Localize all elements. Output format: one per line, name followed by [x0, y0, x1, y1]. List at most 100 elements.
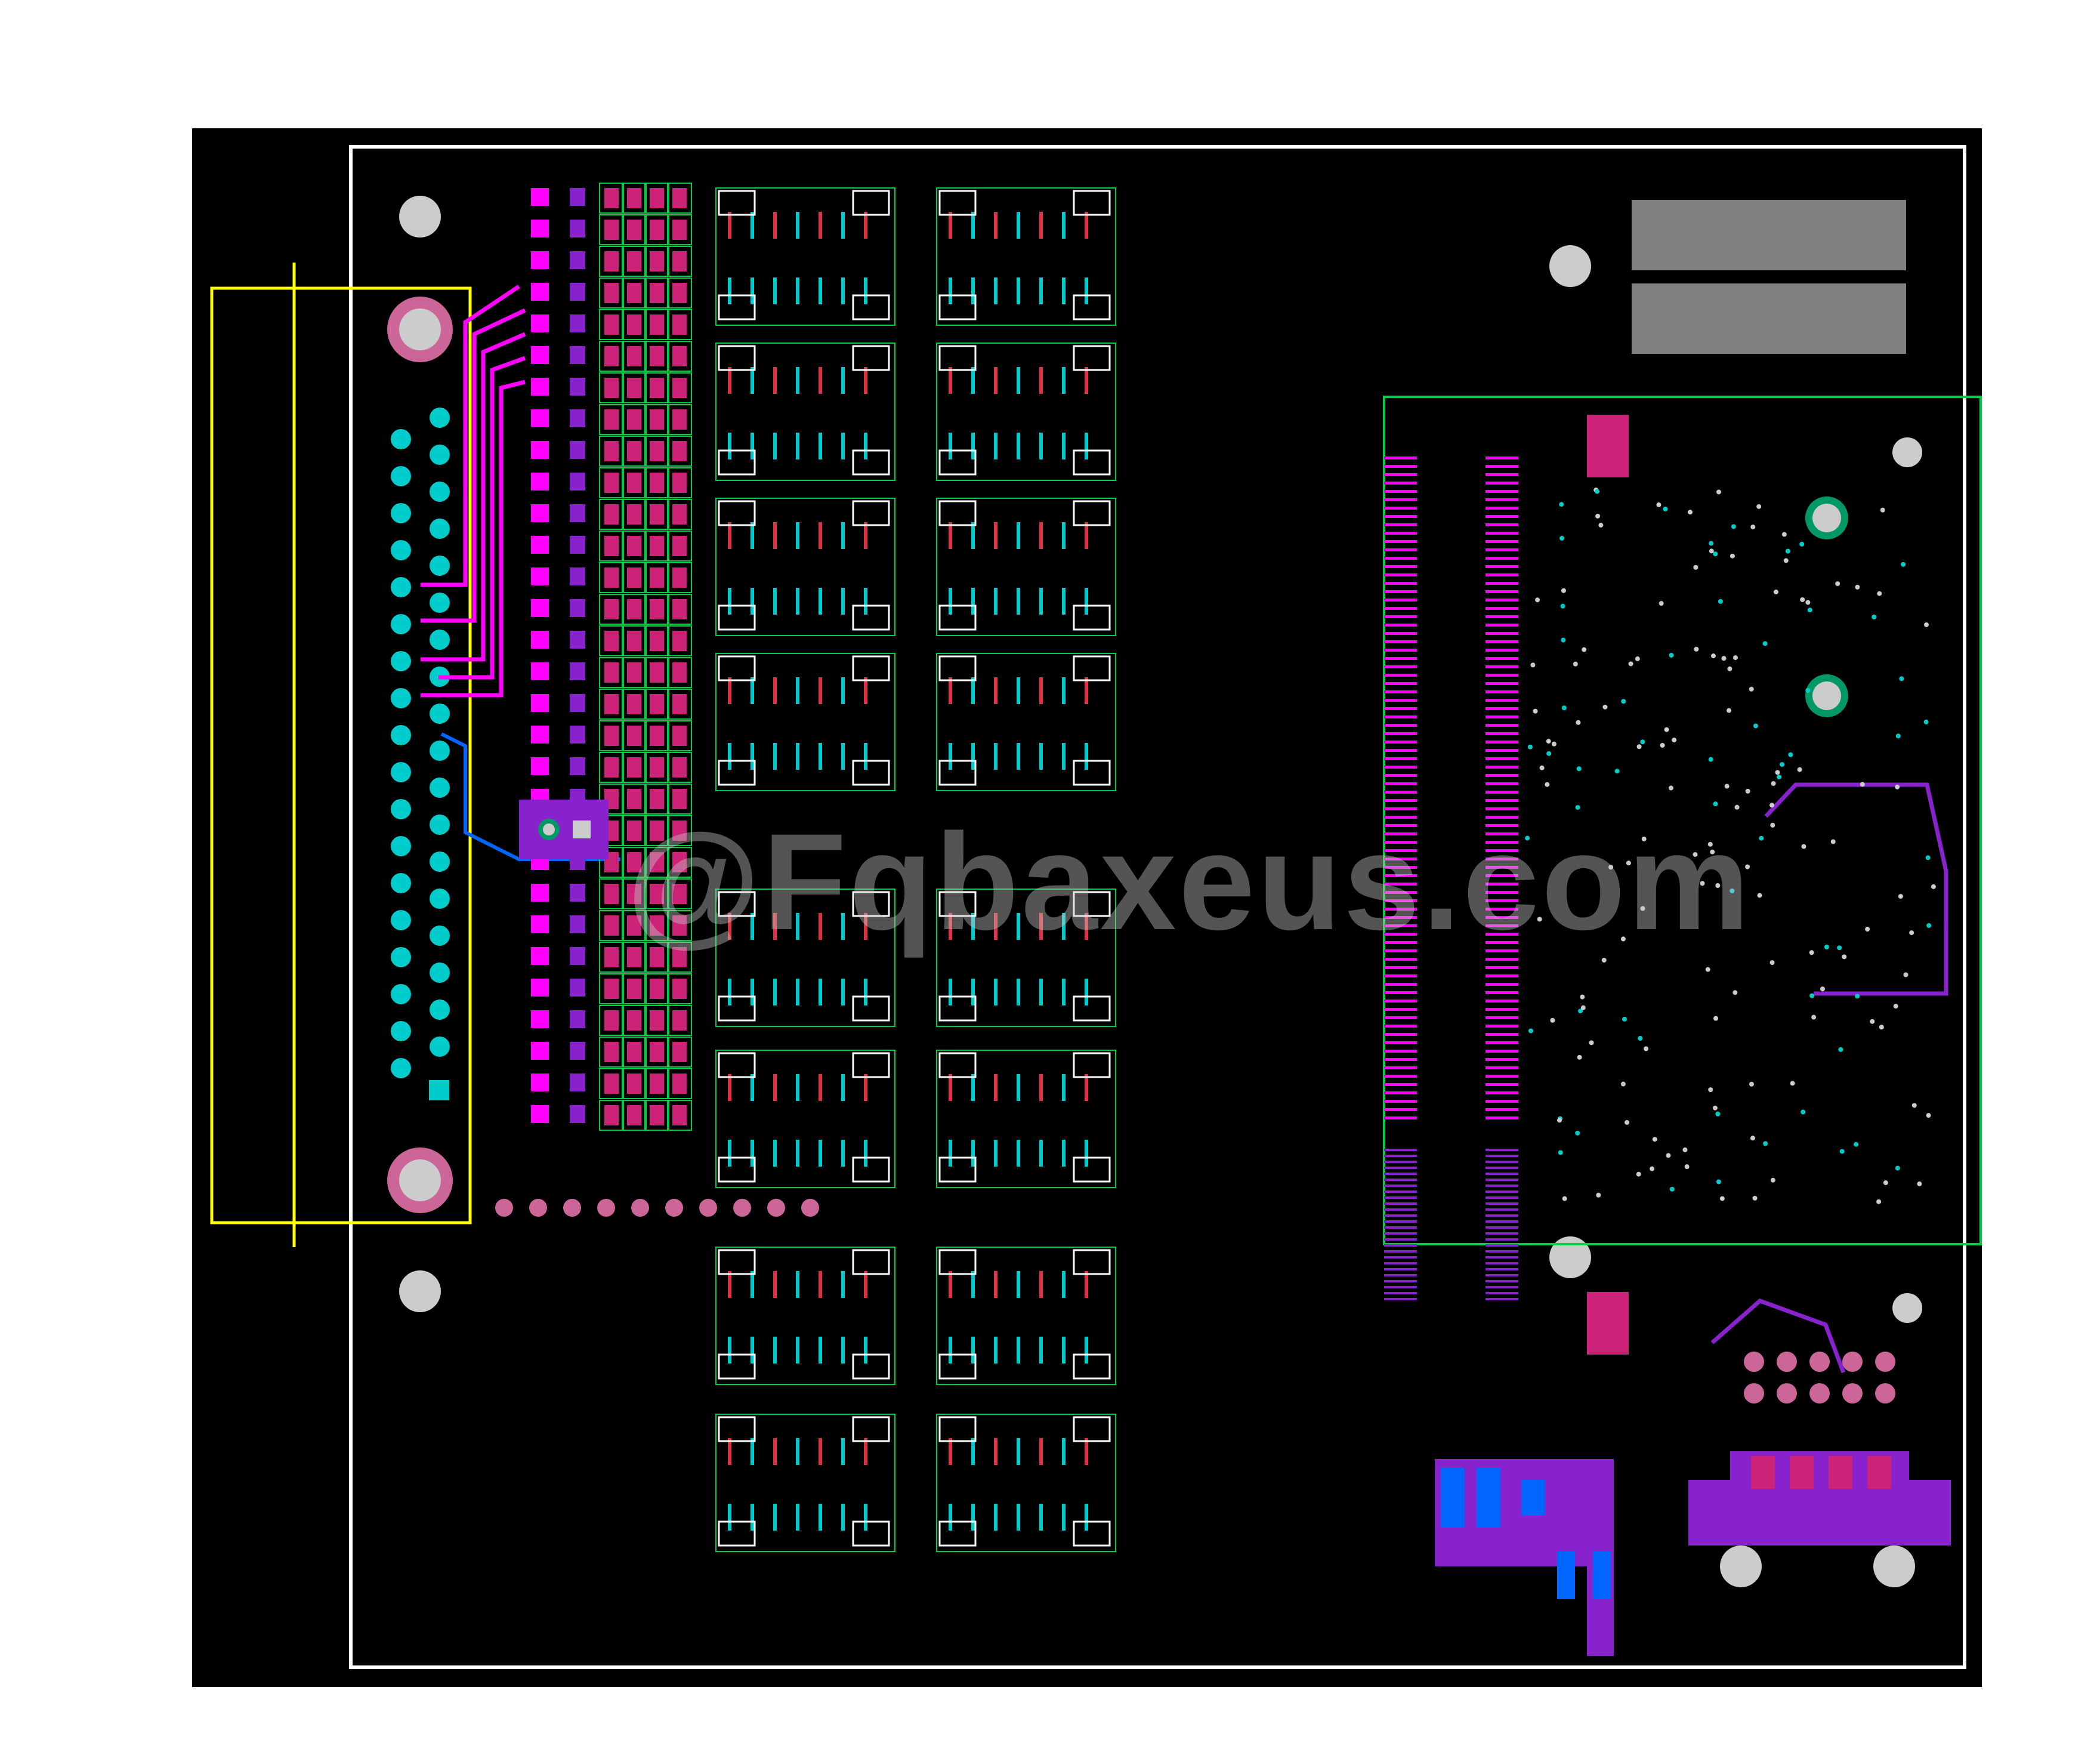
qfp-pin: [1486, 958, 1518, 961]
resistor-pad: [604, 757, 619, 778]
qfp-pin: [1486, 1298, 1518, 1300]
ic-lead: [773, 913, 777, 940]
via: [1664, 727, 1669, 732]
smd-pad: [570, 567, 585, 585]
ic-lead: [994, 1438, 998, 1465]
qfp-pin: [1486, 741, 1518, 744]
qfp-pin: [1486, 657, 1518, 660]
qfp-pin: [1486, 774, 1518, 777]
ic-lead: [728, 1337, 731, 1364]
qfp-pin: [1384, 665, 1417, 668]
via: [1641, 836, 1647, 841]
qfp-pin: [1486, 1008, 1518, 1011]
via: [1559, 502, 1564, 507]
db-connector-pins: [391, 408, 450, 1078]
resistor-pad: [650, 884, 664, 904]
ic-lead: [971, 979, 975, 1005]
through-hole: [1777, 1352, 1797, 1372]
qfp-pin: [1384, 632, 1417, 635]
ic-lead: [728, 743, 731, 770]
via: [1562, 1196, 1567, 1201]
smd-pad: [570, 599, 585, 617]
via: [1580, 1005, 1586, 1010]
resistor-pad: [604, 441, 619, 461]
channel-block-outline: [715, 653, 895, 791]
qfp-pin: [1384, 649, 1417, 652]
via: [1705, 967, 1710, 972]
via: [1668, 785, 1673, 791]
qfp-pin: [1486, 899, 1518, 902]
ic-lead: [994, 433, 998, 459]
db-pin: [391, 651, 411, 671]
capacitor-outline: [852, 760, 890, 786]
capacitor-outline: [938, 1520, 977, 1547]
via: [1601, 958, 1607, 963]
resistor-pad: [650, 1010, 664, 1031]
resistor-pad: [650, 789, 664, 809]
qfp-pin: [1486, 632, 1518, 635]
ic-lead: [1039, 367, 1043, 394]
qfp-pin: [1384, 866, 1417, 869]
qfp-pin: [1486, 983, 1518, 986]
qfp-pin: [1486, 1167, 1518, 1169]
ic-lead: [864, 913, 867, 940]
via: [1721, 656, 1727, 661]
ic-lead: [994, 588, 998, 615]
smd-pad: [531, 631, 549, 649]
via: [1730, 553, 1735, 559]
ic-lead: [773, 1074, 777, 1101]
resistor-pad: [604, 220, 619, 240]
smd-pad: [531, 473, 549, 491]
via: [1559, 536, 1565, 541]
component-outline: [599, 467, 624, 498]
ic-lead: [1039, 913, 1043, 940]
qfp-pin: [1486, 1238, 1518, 1241]
component-outline: [599, 657, 624, 688]
capacitor-outline: [938, 500, 977, 526]
smd-pad: [570, 979, 585, 997]
qfp-pin: [1486, 908, 1518, 911]
component-outline: [622, 562, 647, 593]
ic-lead: [1085, 1140, 1088, 1167]
resistor-pad: [672, 915, 687, 936]
via: [1710, 653, 1716, 659]
db-pin: [391, 466, 411, 486]
via: [1909, 930, 1914, 936]
qfp-pin: [1486, 891, 1518, 894]
resistor-pad: [650, 473, 664, 493]
via: [1898, 894, 1903, 899]
qfp-pin: [1384, 640, 1417, 643]
qfp-pin: [1384, 1161, 1417, 1163]
component-outline: [667, 1037, 692, 1068]
via: [1801, 844, 1806, 849]
smd-pad: [570, 884, 585, 902]
qfp-pin: [1384, 1280, 1417, 1282]
db-pin: [430, 889, 450, 909]
component-outline: [667, 878, 692, 909]
qfp-pin: [1384, 1116, 1417, 1119]
qfp-pin: [1384, 456, 1417, 459]
smd-pad: [570, 378, 585, 396]
ic-lead: [1017, 913, 1020, 940]
ic-lead: [841, 913, 845, 940]
db-pin: [430, 482, 450, 502]
qfp-pin: [1384, 465, 1417, 468]
capacitor-outline: [718, 1052, 756, 1078]
capacitor-outline: [1073, 1052, 1111, 1078]
resistor-pad: [672, 1074, 687, 1094]
capacitor-outline: [938, 891, 977, 917]
db-pin: [391, 947, 411, 967]
capacitor-outline: [852, 190, 890, 216]
ic-lead: [1062, 1337, 1066, 1364]
ic-lead: [728, 1504, 731, 1531]
resistor-pad: [672, 631, 687, 651]
qfp-pin: [1384, 1058, 1417, 1061]
via: [1724, 783, 1730, 789]
qfp-pin: [1384, 857, 1417, 860]
via: [1750, 1136, 1755, 1141]
smd-pad: [531, 409, 549, 427]
via: [1644, 1046, 1649, 1051]
capacitor-outline: [718, 604, 756, 631]
ic-lead: [971, 588, 975, 615]
qfp-pin: [1486, 874, 1518, 877]
